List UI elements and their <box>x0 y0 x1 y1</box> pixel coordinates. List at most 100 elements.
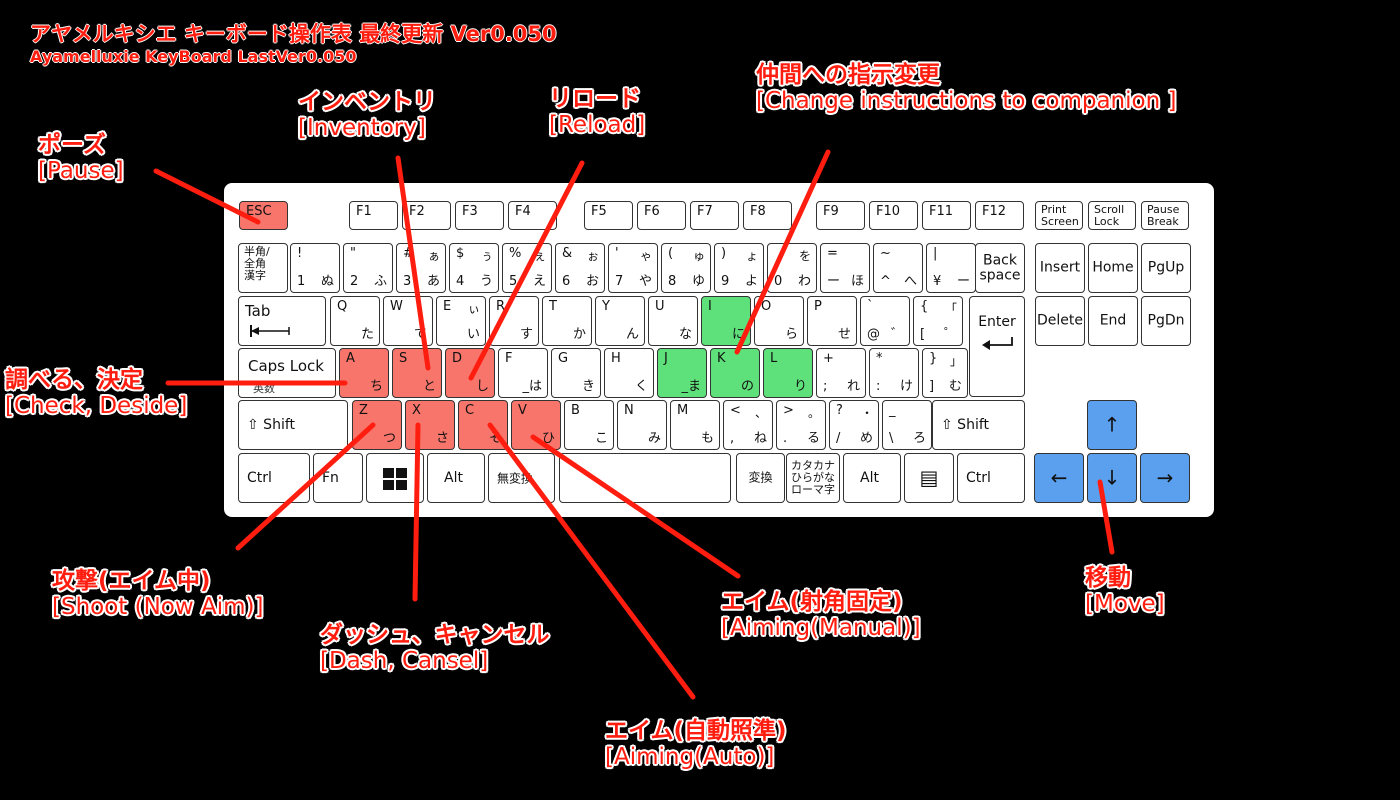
key-j[interactable]: J_ま <box>657 348 707 398</box>
key-f10[interactable]: F10 <box>869 201 918 230</box>
key-period[interactable]: >。.る <box>776 400 826 450</box>
key-semicolon[interactable]: +;れ <box>816 348 866 398</box>
key-right-ctrl[interactable]: Ctrl <box>957 453 1025 503</box>
key-f11[interactable]: F11 <box>922 201 971 230</box>
key-rbracket[interactable]: }」]む <box>922 348 968 398</box>
key-right-shift[interactable]: ⇧ Shift <box>932 400 1025 450</box>
key-legend: PgUp <box>1147 259 1185 276</box>
key-print-screen[interactable]: Print Screen <box>1035 201 1083 230</box>
key-menu[interactable]: ▤ <box>904 453 954 503</box>
key-kana[interactable]: カタカナ ひらがな ローマ字 <box>786 453 840 503</box>
key-minus[interactable]: =ーほ <box>820 243 870 293</box>
key-left-alt[interactable]: Alt <box>427 453 485 503</box>
key-arrow-right[interactable]: → <box>1140 453 1190 503</box>
key-legend: Insert <box>1039 259 1081 276</box>
key-f9[interactable]: F9 <box>816 201 865 230</box>
key-home[interactable]: Home <box>1088 243 1138 293</box>
key-pgup[interactable]: PgUp <box>1141 243 1191 293</box>
arrow-right-icon: → <box>1156 465 1174 490</box>
key-legend: E <box>443 299 452 314</box>
key-colon[interactable]: *:け <box>869 348 919 398</box>
key-slash[interactable]: ?・/め <box>829 400 879 450</box>
key-f3[interactable]: F3 <box>455 201 504 230</box>
key-legend: を <box>798 249 811 263</box>
key-right-alt[interactable]: Alt <box>843 453 901 503</box>
key-comma[interactable]: <、,ね <box>723 400 773 450</box>
key-caret[interactable]: ~^へ <box>873 243 923 293</box>
key-backspace[interactable]: Back space <box>975 243 1025 293</box>
key-scroll-lock[interactable]: Scroll Lock <box>1088 201 1136 230</box>
key-f[interactable]: F_は <box>498 348 548 398</box>
key-henkan[interactable]: 変換 <box>736 453 785 503</box>
key-insert[interactable]: Insert <box>1035 243 1085 293</box>
key-f2[interactable]: F2 <box>402 201 451 230</box>
key-space[interactable] <box>559 453 731 503</box>
key-legend: Y <box>602 299 610 314</box>
key-legend: Fn <box>322 470 339 486</box>
key-legend: U <box>655 299 665 314</box>
key-legend: よ <box>744 274 758 289</box>
key-pause-break[interactable]: Pause Break <box>1141 201 1189 230</box>
key-f12[interactable]: F12 <box>975 201 1024 230</box>
key-fn[interactable]: Fn <box>313 453 363 503</box>
title-en: Ayamelluxie KeyBoard LastVer0.050 <box>30 47 357 67</box>
key-f1[interactable]: F1 <box>349 201 398 230</box>
key-arrow-left[interactable]: ← <box>1034 453 1084 503</box>
key-f8[interactable]: F8 <box>743 201 792 230</box>
key-legend: + <box>823 351 834 366</box>
key-yen[interactable]: |¥ー <box>926 243 976 293</box>
key-f7[interactable]: F7 <box>690 201 739 230</box>
key-legend: ふ <box>373 274 387 289</box>
key-delete[interactable]: Delete <box>1035 296 1085 346</box>
key-hankaku[interactable]: 半角/ 全角 漢字 <box>238 243 288 293</box>
key-tab[interactable]: Tab <box>238 296 326 346</box>
leader-aim-manual <box>530 434 741 579</box>
key-backslash[interactable]: _\ろ <box>882 400 932 450</box>
key-f6[interactable]: F6 <box>637 201 686 230</box>
key-legend: と <box>422 379 436 394</box>
key-arrow-up[interactable]: ↑ <box>1087 400 1137 450</box>
key-legend: ~ <box>880 246 891 261</box>
key-legend: X <box>412 403 421 418</box>
key-end[interactable]: End <box>1088 296 1138 346</box>
key-left-shift[interactable]: ⇧ Shift <box>238 400 348 450</box>
key-pgdn[interactable]: PgDn <box>1141 296 1191 346</box>
key-lbracket[interactable]: {「[゜ <box>913 296 963 346</box>
key-f5[interactable]: F5 <box>584 201 633 230</box>
key-at[interactable]: `@゛ <box>860 296 910 346</box>
key-enter[interactable]: Enter <box>969 296 1025 397</box>
key-legend: P <box>814 299 822 314</box>
key-capslock[interactable]: Caps Lock 英数 <box>238 348 336 398</box>
key-arrow-down[interactable]: ↓ <box>1087 453 1137 503</box>
key-esc[interactable]: ESC <box>239 201 288 230</box>
key-legend: リロード <box>549 86 641 112</box>
